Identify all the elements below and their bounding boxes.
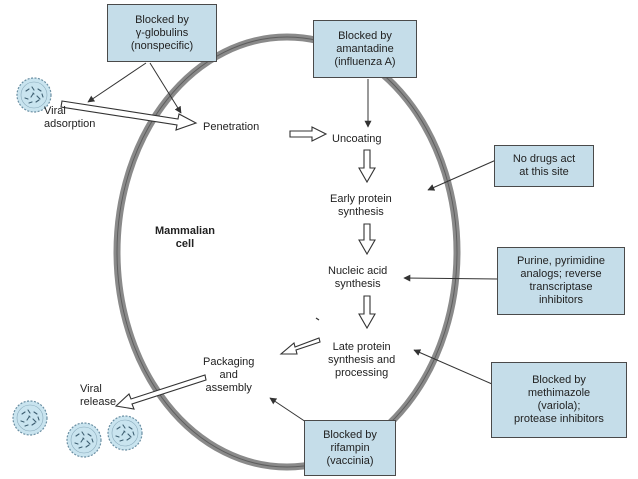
virus-particle-icon	[12, 400, 48, 436]
hollow-arrow-icon	[289, 126, 328, 142]
penetration-label: Penetration	[203, 121, 260, 133]
purine-pyrimidine-box: Purine, pyrimidine analogs; reverse tran…	[497, 247, 625, 315]
nucleic-acid-label: Nucleic acid synthesis	[328, 265, 388, 290]
methimazole-box: Blocked by methimazole (variola); protea…	[491, 362, 627, 438]
amantadine-box: Blocked by amantadine (influenza A)	[313, 20, 417, 78]
gamma-globulins-box: Blocked by γ-globulins (nonspecific)	[107, 4, 217, 62]
viral-adsorption-label: Viral adsorption	[44, 105, 96, 130]
hollow-arrow-icon	[114, 374, 207, 410]
hollow-arrow-icon	[60, 100, 198, 131]
virus-particle-icon	[66, 422, 102, 458]
rifampin-box: Blocked by rifampin (vaccinia)	[304, 420, 396, 476]
late-protein-label: Late protein synthesis and processing	[328, 341, 396, 379]
hollow-arrow-icon	[358, 295, 376, 330]
rifampin-to-packaging-arrow	[269, 397, 307, 423]
hollow-arrow-icon	[279, 337, 321, 355]
methimazole-to-late-arrow	[413, 349, 493, 385]
mammalian-cell-label: Mammalian cell	[155, 225, 215, 250]
viral-release-label: Viral release	[80, 383, 117, 408]
nodrugs-to-early-arrow	[427, 159, 497, 191]
uncoating-label: Uncoating	[332, 133, 382, 145]
globulins-to-penetration-arrow	[149, 62, 182, 114]
virus-particle-icon	[107, 415, 143, 451]
no-drugs-box: No drugs act at this site	[494, 145, 594, 187]
hollow-arrow-icon	[358, 223, 376, 256]
purine-to-nucleic-arrow	[403, 274, 499, 282]
globulins-to-adsorption-arrow	[87, 62, 147, 103]
hollow-arrow-icon	[358, 149, 376, 184]
cell-membrane	[113, 33, 461, 471]
early-protein-label: Early protein synthesis	[330, 193, 392, 218]
packaging-label: Packaging and assembly	[203, 356, 255, 394]
